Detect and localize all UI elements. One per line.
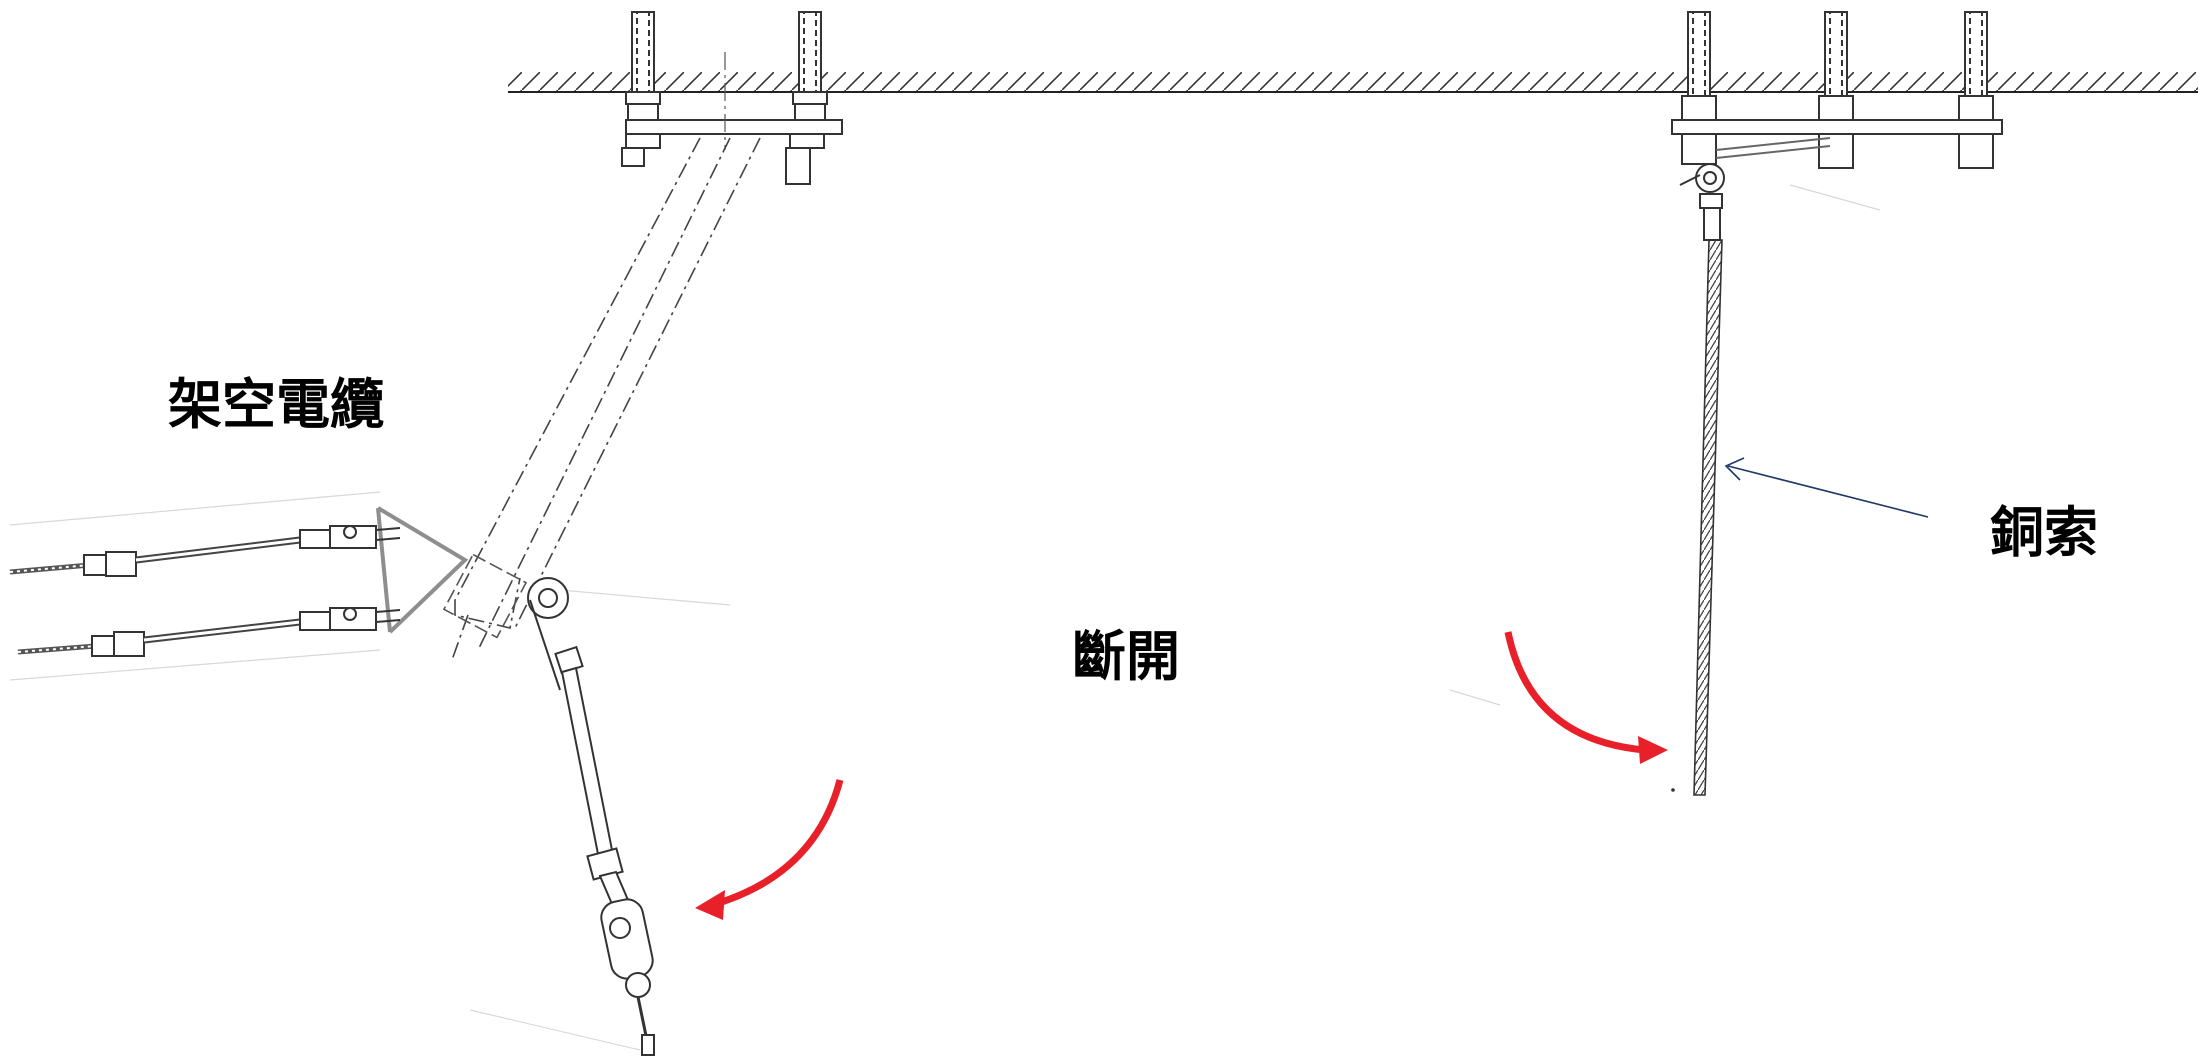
copper-leader-arrow xyxy=(1724,457,1929,518)
turnbuckle-assembly xyxy=(527,577,655,1056)
copper-cable xyxy=(1671,239,1723,796)
overhead-cables xyxy=(9,525,401,657)
rotation-arrow-left xyxy=(695,779,844,920)
copper-cable-label: 銅索 xyxy=(1990,501,2098,564)
faint-guides xyxy=(9,184,1881,1051)
ceiling xyxy=(508,72,2198,93)
inclined-strut xyxy=(451,137,761,661)
overhead-cable-label: 架空電纜 xyxy=(168,373,384,436)
strut-end-block xyxy=(442,553,528,639)
right-anchor-bolts xyxy=(1671,11,2003,241)
rotation-arrow-right xyxy=(1504,631,1668,764)
disconnected-label: 斷開 xyxy=(1072,625,1180,688)
left-anchor-bolts xyxy=(621,11,843,185)
